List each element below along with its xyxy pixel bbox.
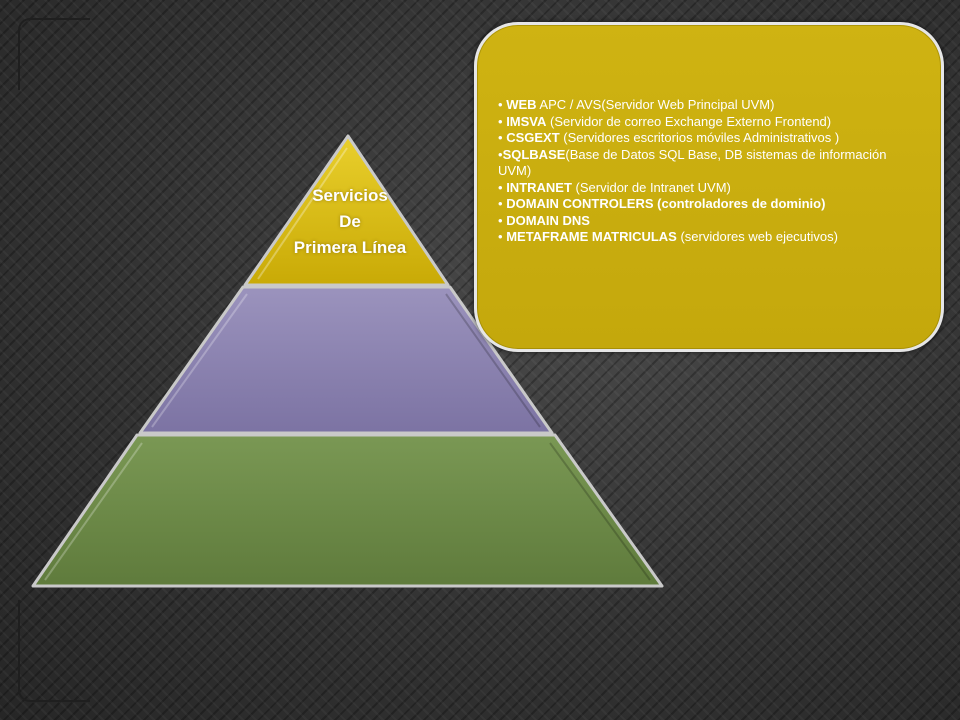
pyramid-top-label-line: Primera Línea [293, 238, 407, 257]
pyramid-tier-top [243, 134, 450, 287]
list-item: •SQLBASE(Base de Datos SQL Base, DB sist… [498, 146, 887, 179]
list-item: • INTRANET (Servidor de Intranet UVM) [498, 179, 731, 195]
pyramid-top-label: Servicios De Primera Línea [255, 183, 445, 261]
list-item: • WEB APC / AVS(Servidor Web Principal U… [498, 97, 775, 112]
pyramid-top-label-line: De [339, 212, 361, 231]
list-item: • CSGEXT (Servidores escritorios móviles… [498, 130, 840, 145]
list-item: • DOMAIN DNS [498, 212, 590, 228]
list-item: • IMSVA (Servidor de correo Exchange Ext… [498, 113, 832, 129]
pyramid-tier-middle [138, 285, 554, 435]
services-list: • WEB APC / AVS(Servidor Web Principal U… [498, 97, 923, 246]
pyramid-top-label-line: Servicios [312, 186, 388, 205]
corner-frame-top-left [18, 18, 90, 90]
services-callout-box: • WEB APC / AVS(Servidor Web Principal U… [474, 22, 944, 352]
list-item: • METAFRAME MATRICULAS (servidores web e… [498, 229, 838, 244]
pyramid-tier-bottom [31, 433, 664, 588]
list-item: • DOMAIN CONTROLERS (controladores de do… [498, 196, 826, 211]
corner-frame-bottom-left [18, 600, 90, 702]
